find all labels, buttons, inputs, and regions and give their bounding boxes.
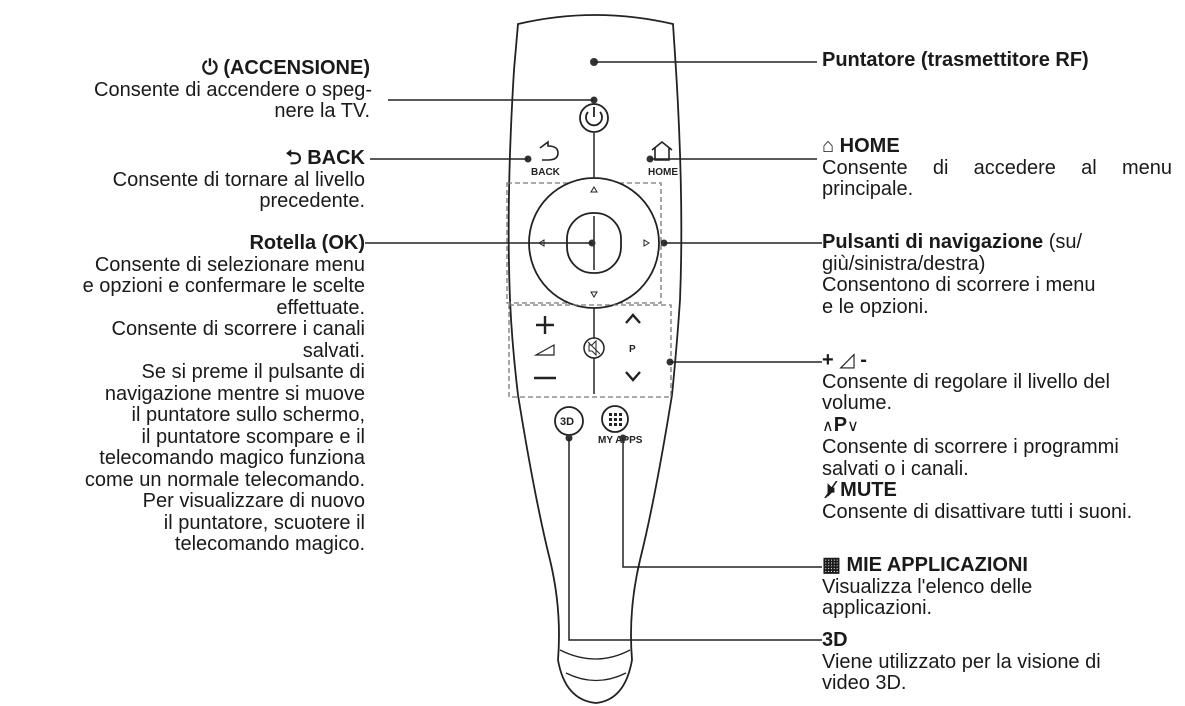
p-label: P bbox=[629, 344, 636, 355]
grid-icon: ▦ bbox=[822, 554, 841, 576]
chevron-down-icon: ∨ bbox=[847, 417, 859, 435]
3d-callout-title: 3D bbox=[822, 629, 848, 651]
callout-home: ⌂ HOME Consente di accedere al menu prin… bbox=[822, 135, 1172, 201]
home-icon: ⌂ bbox=[822, 135, 835, 157]
wheel-desc-line: Se si preme il pulsante di bbox=[141, 361, 365, 383]
home-desc-line: Consente di accedere al menu bbox=[822, 156, 1172, 179]
back-button[interactable]: BACK bbox=[531, 140, 561, 178]
power-icon: ⏻ bbox=[201, 57, 218, 79]
wheel-desc-line: Consente di selezionare menu bbox=[94, 253, 365, 276]
power-desc-line: nere la TV. bbox=[274, 100, 370, 122]
my-apps-button[interactable]: MY APPS bbox=[598, 405, 643, 446]
volume-up-button[interactable] bbox=[536, 316, 554, 334]
back-desc-line: Consente di tornare al livello bbox=[112, 168, 365, 191]
wheel-desc-line: il puntatore, scuotere il bbox=[163, 511, 365, 534]
channel-down-button[interactable] bbox=[625, 371, 641, 382]
callout-lines bbox=[365, 61, 822, 641]
wheel-desc-line: telecomando magico. bbox=[174, 533, 365, 555]
home-desc-line: principale. bbox=[822, 178, 914, 200]
3d-button[interactable]: 3D bbox=[554, 406, 584, 436]
callout-3d: 3D Viene utilizzato per la visione di vi… bbox=[822, 629, 1172, 695]
wheel-desc-line: navigazione mentre si muove bbox=[104, 382, 365, 405]
wheel-desc-line: telecomando magico funziona bbox=[99, 447, 365, 469]
apps-desc-line: Visualizza l'elenco delle bbox=[822, 575, 1033, 598]
power-callout-title: ⏻ (ACCENSIONE) bbox=[201, 57, 370, 79]
wheel-desc-line: come un normale telecomando. bbox=[84, 468, 365, 491]
wheel-desc-line: Per visualizzare di nuovo bbox=[142, 490, 365, 512]
mute-icon: 🕨̸ bbox=[822, 479, 835, 501]
wheel-desc-line: salvati. bbox=[302, 339, 365, 362]
volume-callout-title: + ◿ - bbox=[822, 349, 867, 371]
3d-desc-line: Viene utilizzato per la visione di bbox=[822, 650, 1101, 673]
3d-desc-line: video 3D. bbox=[822, 672, 907, 694]
volume-desc-line: Consente di regolare il livello del bbox=[822, 370, 1110, 393]
mute-desc-line: Consente di disattivare tutti i suoni. bbox=[822, 500, 1133, 523]
apps-callout-title: ▦ MIE APPLICAZIONI bbox=[822, 554, 1028, 576]
channel-callout-title: ∧P∨ bbox=[822, 413, 859, 436]
3d-label: 3D bbox=[560, 416, 574, 428]
nav-desc-line: e le opzioni. bbox=[822, 295, 929, 318]
mute-button[interactable] bbox=[583, 337, 605, 359]
my-apps-label: MY APPS bbox=[598, 435, 643, 446]
wheel-desc-line: Consente di scorrere i canali bbox=[111, 318, 365, 340]
power-button[interactable] bbox=[579, 103, 609, 133]
callout-back: ⮌ BACK Consente di tornare al livello pr… bbox=[112, 147, 365, 213]
back-callout-title: ⮌ BACK bbox=[285, 147, 365, 169]
back-label: BACK bbox=[531, 167, 561, 178]
callout-pointer: Puntatore (trasmettitore RF) bbox=[822, 49, 1089, 72]
callout-volume-channel: + ◿ - Consente di regolare il livello de… bbox=[822, 349, 1182, 523]
channel-desc-line: Consente di scorrere i programmi bbox=[822, 436, 1119, 458]
volume-icon bbox=[533, 343, 555, 356]
remote-body bbox=[507, 14, 683, 704]
nav-desc-line: giù/sinistra/destra) bbox=[822, 252, 986, 275]
callout-wheel: Rotella (OK) Consente di selezionare men… bbox=[82, 232, 365, 556]
wheel-desc-line: effettuate. bbox=[276, 296, 365, 319]
channel-up-button[interactable] bbox=[625, 313, 641, 324]
power-desc-line: Consente di accendere o speg- bbox=[94, 78, 372, 101]
back-arrow-icon: ⮌ bbox=[285, 147, 302, 169]
chevron-up-icon: ∧ bbox=[822, 417, 834, 435]
volume-ramp-icon: ◿ bbox=[839, 349, 855, 371]
home-callout-title: ⌂ HOME bbox=[822, 135, 900, 157]
home-label: HOME bbox=[648, 167, 678, 178]
wheel-desc-line: e opzioni e confermare le scelte bbox=[82, 275, 365, 297]
channel-desc-line: salvati o i canali. bbox=[822, 457, 969, 480]
volume-channel-box bbox=[508, 304, 672, 398]
wheel-desc-line: il puntatore sullo schermo, bbox=[131, 404, 365, 426]
mute-callout-title: 🕨̸ MUTE bbox=[822, 479, 897, 501]
pointer-callout-title: Puntatore (trasmettitore RF) bbox=[822, 49, 1089, 71]
callout-my-apps: ▦ MIE APPLICAZIONI Visualizza l'elenco d… bbox=[822, 554, 1172, 620]
nav-desc-line: Consentono di scorrere i menu bbox=[822, 274, 1096, 296]
volume-desc-line: volume. bbox=[822, 392, 893, 414]
back-desc-line: precedente. bbox=[259, 190, 365, 212]
home-button[interactable]: HOME bbox=[648, 140, 678, 178]
callout-navigation: Pulsanti di navigazione (su/ giù/sinistr… bbox=[822, 231, 1172, 318]
wheel-desc-line: il puntatore scompare e il bbox=[141, 425, 365, 448]
apps-desc-line: applicazioni. bbox=[822, 597, 933, 619]
nav-callout-title: Pulsanti di navigazione (su/ bbox=[822, 231, 1083, 253]
wheel-callout-title: Rotella (OK) bbox=[249, 232, 365, 254]
callout-power: ⏻ (ACCENSIONE) Consente di accendere o s… bbox=[94, 57, 372, 123]
